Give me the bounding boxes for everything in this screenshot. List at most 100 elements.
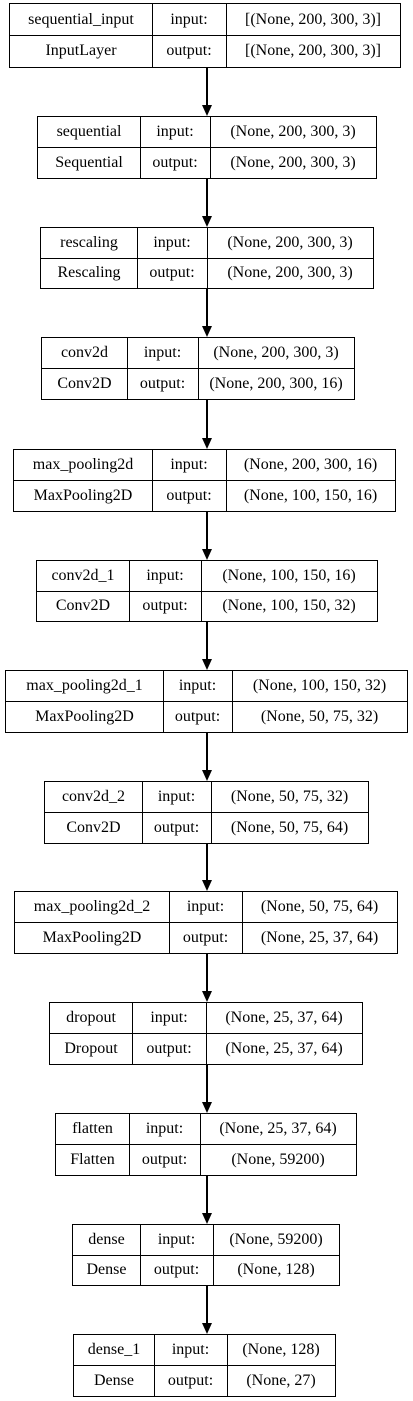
layer-type: Conv2D bbox=[66, 818, 121, 836]
connection-arrow-line bbox=[206, 179, 208, 217]
layer-node-max-pooling2d: max_pooling2d input: (None, 200, 300, 16) M… bbox=[13, 449, 396, 512]
arrowhead-icon bbox=[202, 770, 212, 781]
layer-type: MaxPooling2D bbox=[35, 707, 134, 725]
connection-arrow-line bbox=[206, 844, 208, 881]
layer-name: conv2d_1 bbox=[51, 567, 115, 584]
connection-arrow-line bbox=[206, 1286, 208, 1324]
input-shape: (None, 25, 37, 64) bbox=[219, 1120, 337, 1138]
row-divider bbox=[14, 480, 395, 481]
output-label: output: bbox=[167, 1371, 214, 1389]
output-shape: (None, 50, 75, 32) bbox=[260, 707, 379, 725]
input-label: input: bbox=[156, 123, 194, 141]
input-shape: (None, 200, 300, 3) bbox=[230, 123, 356, 141]
arrowhead-icon bbox=[202, 438, 212, 449]
input-label: input: bbox=[178, 677, 217, 695]
layer-name: conv2d bbox=[60, 344, 109, 362]
output-label: output: bbox=[146, 1039, 192, 1057]
input-label: input: bbox=[170, 456, 208, 474]
layer-name: max_pooling2d_1 bbox=[26, 677, 143, 695]
input-shape: (None, 200, 300, 3) bbox=[227, 234, 353, 251]
row-divider bbox=[38, 147, 376, 148]
layer-type: Flatten bbox=[70, 1150, 115, 1168]
arrowhead-icon bbox=[202, 991, 212, 1002]
layer-type: Conv2D bbox=[57, 374, 112, 392]
layer-name: max_pooling2d_2 bbox=[33, 898, 151, 916]
connection-arrow-line bbox=[206, 68, 208, 106]
output-shape: (None, 25, 37, 64) bbox=[260, 928, 379, 946]
row-divider bbox=[56, 1144, 356, 1145]
arrowhead-icon bbox=[202, 1213, 212, 1224]
output-label: output: bbox=[182, 928, 229, 946]
input-shape: (None, 50, 75, 64) bbox=[260, 898, 379, 916]
output-label: output: bbox=[142, 597, 188, 614]
output-label: output: bbox=[174, 707, 221, 725]
arrowhead-icon bbox=[202, 326, 212, 337]
output-shape: (None, 200, 300, 3) bbox=[230, 153, 356, 171]
arrowhead-icon bbox=[202, 1323, 212, 1334]
input-shape: (None, 59200) bbox=[229, 1231, 323, 1248]
input-shape: (None, 50, 75, 32) bbox=[230, 788, 349, 806]
layer-node-rescaling: rescaling input: (None, 200, 300, 3) Rescal… bbox=[40, 227, 374, 289]
arrowhead-icon bbox=[202, 105, 212, 116]
output-shape: (None, 100, 150, 16) bbox=[243, 486, 378, 504]
output-shape: (None, 59200) bbox=[231, 1150, 325, 1168]
arrowhead-icon bbox=[202, 1102, 212, 1113]
input-shape: [(None, 200, 300, 3)] bbox=[245, 10, 381, 28]
output-label: output: bbox=[141, 1150, 188, 1168]
layer-type: InputLayer bbox=[45, 42, 117, 60]
layer-name: sequential bbox=[56, 123, 122, 141]
arrowhead-icon bbox=[202, 216, 212, 227]
layer-node-flatten: flatten input: (None, 25, 37, 64) Flatten ou… bbox=[55, 1113, 357, 1176]
layer-type: MaxPooling2D bbox=[33, 486, 133, 504]
layer-type: Conv2D bbox=[55, 597, 111, 614]
layer-name: max_pooling2d bbox=[32, 456, 134, 474]
output-shape: (None, 25, 37, 64) bbox=[225, 1039, 343, 1057]
output-label: output: bbox=[166, 486, 212, 504]
output-shape: (None, 50, 75, 64) bbox=[230, 818, 349, 836]
row-divider bbox=[45, 812, 368, 813]
output-shape: (None, 128) bbox=[237, 1261, 315, 1278]
input-label: input: bbox=[157, 788, 196, 806]
input-label: input: bbox=[145, 1120, 184, 1138]
row-divider bbox=[37, 590, 377, 592]
input-shape: (None, 200, 300, 16) bbox=[243, 456, 378, 474]
row-divider bbox=[15, 922, 397, 923]
layer-name: dense bbox=[88, 1231, 125, 1248]
layer-node-conv2d-1: conv2d_1 input: (None, 100, 150, 16) Conv2D… bbox=[36, 560, 378, 622]
input-label: input: bbox=[153, 234, 191, 251]
arrowhead-icon bbox=[202, 659, 212, 670]
input-shape: (None, 100, 150, 16) bbox=[222, 567, 356, 584]
output-label: output: bbox=[152, 153, 198, 171]
row-divider bbox=[41, 257, 373, 259]
layer-type: Dense bbox=[86, 1261, 127, 1278]
layer-name: dense_1 bbox=[87, 1341, 141, 1359]
connection-arrow-line bbox=[206, 954, 208, 992]
output-shape: (None, 100, 150, 32) bbox=[222, 597, 356, 614]
layer-type: Rescaling bbox=[57, 264, 121, 281]
arrowhead-icon bbox=[202, 880, 212, 891]
layer-type: MaxPooling2D bbox=[42, 928, 142, 946]
row-divider bbox=[50, 1033, 362, 1034]
output-label: output: bbox=[166, 42, 212, 60]
connection-arrow-line bbox=[206, 1176, 208, 1214]
input-label: input: bbox=[157, 1231, 196, 1248]
layer-name: conv2d_2 bbox=[61, 788, 126, 806]
connection-arrow-line bbox=[206, 289, 208, 327]
input-shape: (None, 25, 37, 64) bbox=[225, 1009, 343, 1027]
layer-name: flatten bbox=[72, 1120, 113, 1138]
input-label: input: bbox=[146, 567, 184, 584]
layer-name: rescaling bbox=[60, 234, 118, 251]
input-shape: (None, 128) bbox=[242, 1341, 320, 1359]
arrowhead-icon bbox=[202, 549, 212, 560]
layer-type: Sequential bbox=[55, 153, 123, 171]
input-label: input: bbox=[171, 1341, 210, 1359]
connection-arrow-line bbox=[206, 512, 208, 550]
layer-type: Dense bbox=[94, 1371, 134, 1389]
layer-name: dropout bbox=[66, 1009, 116, 1027]
input-label: input: bbox=[150, 1009, 188, 1027]
